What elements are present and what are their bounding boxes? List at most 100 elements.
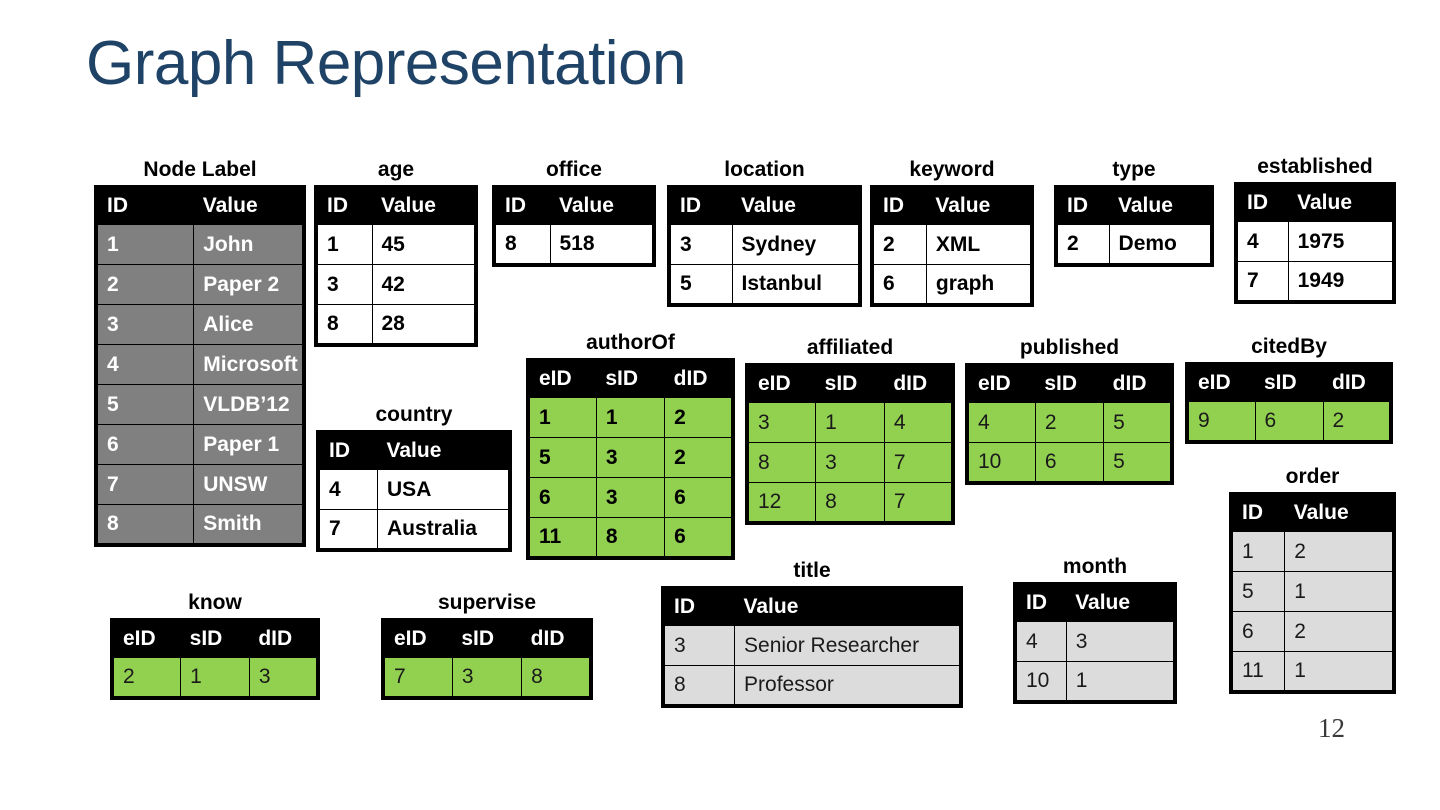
table-cell: 2: [1322, 401, 1392, 442]
column-header: ID: [1236, 184, 1289, 222]
table-cell: 1: [815, 402, 885, 443]
column-header: Value: [926, 187, 1032, 225]
table-caption-author-of: authorOf: [586, 331, 675, 354]
table-cell: Australia: [377, 509, 511, 550]
table-cell: 8: [493, 224, 551, 265]
column-header: eID: [383, 620, 453, 658]
table-cell: 2: [95, 264, 195, 305]
table-cell: 3: [1065, 621, 1176, 662]
table-cell: 1: [527, 397, 597, 438]
table-cell: 3: [248, 657, 319, 698]
table-cell: 7: [1235, 261, 1289, 302]
table-cell: 2: [1055, 224, 1110, 265]
table-cell: 2: [1034, 402, 1105, 443]
column-header: ID: [494, 187, 550, 225]
column-header: ID: [669, 187, 733, 225]
table-cell: 1: [95, 224, 195, 265]
table-cell: 2: [871, 224, 927, 265]
table-cell: 1: [1230, 531, 1286, 572]
table-caption-country: country: [375, 403, 453, 426]
column-header: sID: [1255, 364, 1323, 402]
column-header: ID: [1015, 584, 1067, 622]
table-cell: 8: [595, 517, 666, 558]
column-header: eID: [747, 365, 816, 403]
table-caption-month: month: [1062, 555, 1128, 578]
table-caption-office: office: [545, 158, 602, 181]
table-cell: 8: [815, 482, 885, 523]
column-header: ID: [318, 432, 378, 470]
table-cell: 6: [527, 477, 597, 518]
table-cell: 1: [1284, 571, 1395, 612]
table-cell: 5: [1103, 402, 1173, 443]
table-cell: 518: [549, 224, 655, 265]
table-cell: 12: [746, 482, 817, 523]
table-cell: Alice: [193, 304, 305, 345]
table-cell: 3: [815, 442, 885, 483]
table-cell: 9: [1186, 401, 1256, 442]
column-header: Value: [1288, 184, 1394, 222]
table-cell: XML: [925, 224, 1033, 265]
table-cell: UNSW: [193, 464, 305, 505]
column-header: ID: [316, 187, 372, 225]
column-header: dID: [1103, 365, 1172, 403]
column-header: Value: [1066, 584, 1175, 622]
table-cell: Demo: [1108, 224, 1213, 265]
column-header: sID: [180, 620, 250, 658]
table-cell: 4: [95, 344, 195, 385]
column-header: dID: [1323, 364, 1391, 402]
table-cell: 6: [1034, 442, 1105, 483]
table-cell: 1975: [1287, 221, 1395, 262]
table-cell: 2: [1284, 531, 1395, 572]
table-cell: 7: [382, 657, 453, 698]
table-cell: Paper 2: [193, 264, 305, 305]
